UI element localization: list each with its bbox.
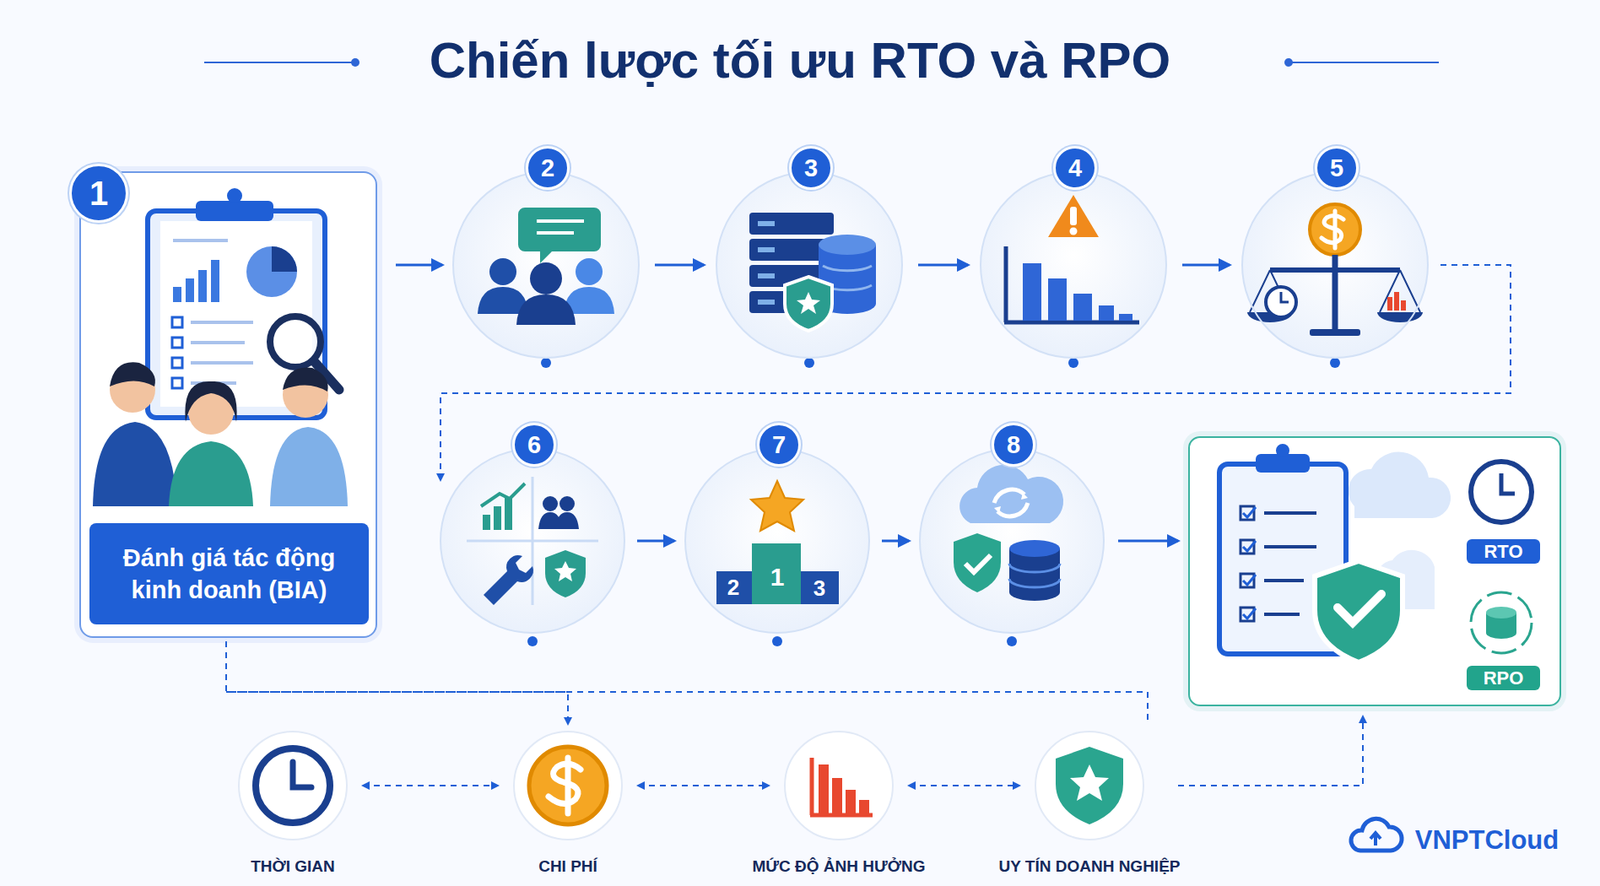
step-number: 1 [69,163,129,223]
step-circle: 6 [439,448,626,634]
factor-label: MỨC ĐỘ ẢNH HƯỞNG [751,857,925,876]
step-number: 2 [525,145,570,190]
result-box: RTO RPO [1188,436,1562,707]
factor-circle: MỨC ĐỘ ẢNH HƯỞNG [783,730,894,841]
factor-circle: CHI PHÍ [513,730,623,841]
flow-arrow [1182,264,1230,267]
flow-arrow [637,784,769,787]
analysis-box: 1Đánh giá tác động kinh doanh (BIA) [79,171,378,638]
step-label: Đánh giá tác động kinh doanh (BIA) [89,523,369,625]
step-number: 5 [1314,145,1359,190]
step-number: 3 [789,145,833,190]
factor-label: THỜI GIAN [250,857,336,876]
metric-pill: RTO [1466,539,1541,564]
flow-arrow [362,784,498,787]
flow-arrow [1178,716,1363,786]
factor-label: UY TÍN DOANH NGHIỆP [998,857,1180,876]
flow-arrow [918,264,968,267]
flow-arrow [226,641,568,725]
flow-arrow [226,691,1148,725]
podium-number: 2 [727,574,740,601]
step-circle: 8 [918,448,1105,634]
flow-arrow [654,264,704,267]
podium-number: 3 [813,575,826,602]
step-circle: 7 [684,448,871,634]
flow-arrow [1118,540,1179,543]
flow-arrow [908,784,1020,787]
factor-circle: THỜI GIAN [237,730,348,841]
flow-arrow [440,264,1511,481]
step-circle: 3 [715,171,903,359]
step-number: 4 [1053,145,1098,190]
flow-arrow [395,264,443,267]
flow-arrow [881,540,909,543]
podium-number: 1 [770,562,785,592]
step-circle: 2 [452,171,640,359]
metric-label: RTO [1483,540,1523,563]
flow-arrow [637,540,675,543]
step-number: 8 [991,422,1036,467]
factor-label: CHI PHÍ [538,857,598,876]
factor-circle: UY TÍN DOANH NGHIỆP [1034,730,1145,841]
step-number: 7 [756,422,801,467]
diagram-title: Chiến lược tối ưu RTO và RPO [0,30,1600,92]
step-number: 6 [512,422,557,467]
step-circle: 5 [1241,171,1429,359]
metric-pill: RPO [1466,665,1541,691]
metric-label: RPO [1483,667,1525,690]
step-circle: 4 [979,171,1168,359]
brand-watermark: VNPTCloud [1415,825,1560,856]
